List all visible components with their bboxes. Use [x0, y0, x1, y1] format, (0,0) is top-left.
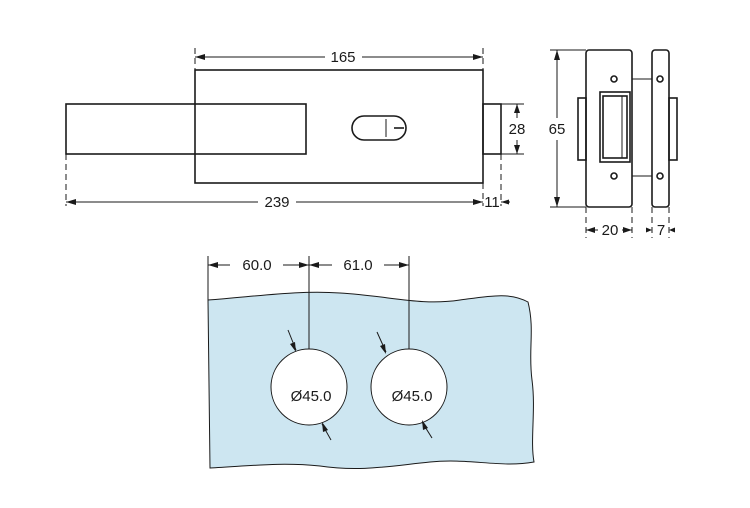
arrow-11	[501, 199, 509, 205]
arrow-dia-left-top	[290, 342, 296, 352]
hole-right	[370, 348, 448, 426]
side-body-outline	[585, 49, 633, 208]
dim-label-61: 61.0	[343, 257, 372, 274]
screw-icon	[656, 75, 664, 83]
lock-side-stub	[482, 103, 502, 155]
arrow-dia-left-bottom	[322, 422, 328, 432]
hole-right-label: Ø45.0	[392, 388, 433, 405]
lock-body-outline	[194, 69, 484, 184]
screw-icon	[610, 75, 618, 83]
dim-label-239: 239	[264, 194, 289, 211]
screw-icon	[656, 172, 664, 180]
arrow-20-left	[586, 227, 595, 233]
arrow-165-right	[473, 54, 483, 60]
screw-icon	[610, 172, 618, 180]
side-view: 65 20 7	[549, 49, 678, 239]
arrow-61-right	[399, 262, 409, 268]
hole-left-label: Ø45.0	[291, 388, 332, 405]
side-latch-inner	[602, 95, 628, 159]
arrow-60-left	[208, 262, 218, 268]
arrow-7-left	[646, 227, 652, 233]
side-left-flange	[577, 97, 587, 161]
arrow-dia-right-top	[380, 344, 386, 354]
side-latch-outer	[599, 91, 631, 163]
handle-lever	[65, 103, 307, 155]
arrow-61-left	[309, 262, 319, 268]
dim-label-60: 60.0	[242, 257, 271, 274]
arrow-239-right	[473, 199, 483, 205]
arrow-28-top	[514, 104, 520, 113]
arrow-7-right	[669, 227, 675, 233]
top-view: 165 239 11 28	[65, 48, 526, 211]
dim-label-20: 20	[602, 222, 619, 239]
arrow-20-right	[623, 227, 632, 233]
dim-label-28: 28	[509, 121, 526, 138]
arrow-dia-right-bottom	[422, 420, 428, 430]
hole-left	[270, 348, 348, 426]
arrow-165-left	[195, 54, 205, 60]
arrow-239-left	[66, 199, 76, 205]
glass-panel-view: Ø45.0 Ø45.0 60.0 61.0	[207, 256, 535, 470]
arrow-28-bottom	[514, 145, 520, 154]
arrow-60-right	[299, 262, 309, 268]
arrow-65-bottom	[554, 197, 560, 207]
cylinder-outline	[351, 115, 407, 141]
arrow-65-top	[554, 50, 560, 60]
side-right-flange	[668, 97, 678, 161]
dim-label-165: 165	[330, 49, 355, 66]
dim-label-11: 11	[484, 194, 500, 211]
glass-panel	[207, 291, 535, 470]
dim-label-65: 65	[549, 121, 566, 138]
dim-label-7: 7	[657, 222, 665, 239]
side-cover-plate	[651, 49, 670, 208]
